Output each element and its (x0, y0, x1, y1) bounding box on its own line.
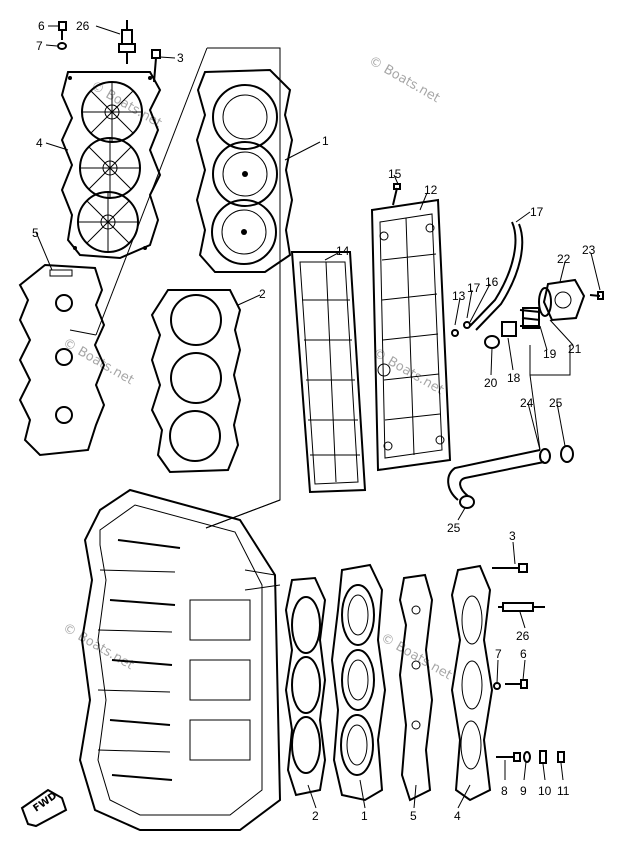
head-bolt-drawing (151, 49, 161, 83)
exhaust-plate-drawing (370, 198, 452, 472)
callout-9: 9 (520, 784, 527, 798)
callout-1: 1 (322, 134, 329, 148)
cylinder-head-lower-drawing (330, 563, 387, 802)
exhaust-plate-gasket-drawing (290, 251, 367, 494)
hose-drawing (469, 221, 524, 331)
callout-4-lower: 4 (454, 809, 461, 823)
callout-2: 2 (259, 287, 266, 301)
lower-small-parts (492, 563, 565, 764)
callout-6: 6 (38, 19, 45, 33)
callout-10: 10 (538, 784, 552, 798)
callout-5-lower: 5 (410, 809, 417, 823)
callout-8: 8 (501, 784, 508, 798)
exhaust-cover-lower-drawing (450, 564, 494, 802)
callout-22: 22 (557, 252, 571, 266)
callout-25b: 25 (447, 521, 461, 535)
callout-18: 18 (507, 371, 521, 385)
callout-25: 25 (549, 396, 563, 410)
water-hose-drawing (447, 448, 551, 501)
callout-23: 23 (582, 243, 596, 257)
callout-1-lower: 1 (361, 809, 368, 823)
callout-26-lower: 26 (516, 629, 530, 643)
callout-21: 21 (568, 342, 582, 356)
callout-3-lower: 3 (509, 529, 516, 543)
cylinder-head-drawing (195, 68, 294, 273)
watermark: © Boats.net (60, 620, 136, 673)
bolt-washer-drawing (57, 21, 67, 50)
forward-label: FWD (31, 790, 59, 814)
cylinder-block-drawing (78, 488, 282, 831)
forward-arrow: FWD (20, 788, 68, 828)
callout-16: 16 (485, 275, 499, 289)
callout-20: 20 (484, 376, 498, 390)
exhaust-gasket-lower-drawing (398, 573, 434, 802)
fitting-drawing (451, 321, 471, 337)
callout-7: 7 (36, 39, 43, 53)
callout-5: 5 (32, 226, 39, 240)
head-gasket-drawing (150, 289, 242, 474)
callout-17b: 17 (467, 281, 481, 295)
callout-13: 13 (452, 289, 466, 303)
exhaust-cover-drawing (60, 71, 162, 260)
callout-4: 4 (36, 136, 43, 150)
callout-19: 19 (543, 347, 557, 361)
plate-to-block-line (205, 499, 281, 529)
callout-17: 17 (530, 205, 544, 219)
hose-clamp-drawing (459, 445, 574, 509)
callouts-top: 6 26 3 7 4 1 5 2 15 12 17 14 13 17 16 22… (32, 19, 596, 535)
callout-2-lower: 2 (312, 809, 319, 823)
thermostat-group-drawing (484, 278, 604, 349)
plate-bolt-drawing (392, 183, 401, 206)
exhaust-gasket-drawing (18, 263, 106, 457)
callout-24: 24 (520, 396, 534, 410)
leader-lines (35, 25, 601, 809)
head-gasket-lower-drawing (284, 576, 327, 797)
callout-12: 12 (424, 183, 438, 197)
callout-6-lower: 6 (520, 647, 527, 661)
callout-26: 26 (76, 19, 90, 33)
callout-14: 14 (336, 244, 350, 258)
callout-7-lower: 7 (495, 647, 502, 661)
spark-plug-drawing (118, 20, 136, 64)
hose-bracket-lines (529, 345, 571, 451)
callout-15: 15 (388, 167, 402, 181)
watermark: © Boats.net (378, 630, 454, 683)
watermark: © Boats.net (370, 345, 446, 398)
callout-3: 3 (177, 51, 184, 65)
callout-11: 11 (557, 784, 570, 798)
watermark: © Boats.net (366, 53, 442, 106)
callouts-bottom: 3 26 7 6 2 1 5 4 8 9 10 11 (312, 529, 570, 823)
